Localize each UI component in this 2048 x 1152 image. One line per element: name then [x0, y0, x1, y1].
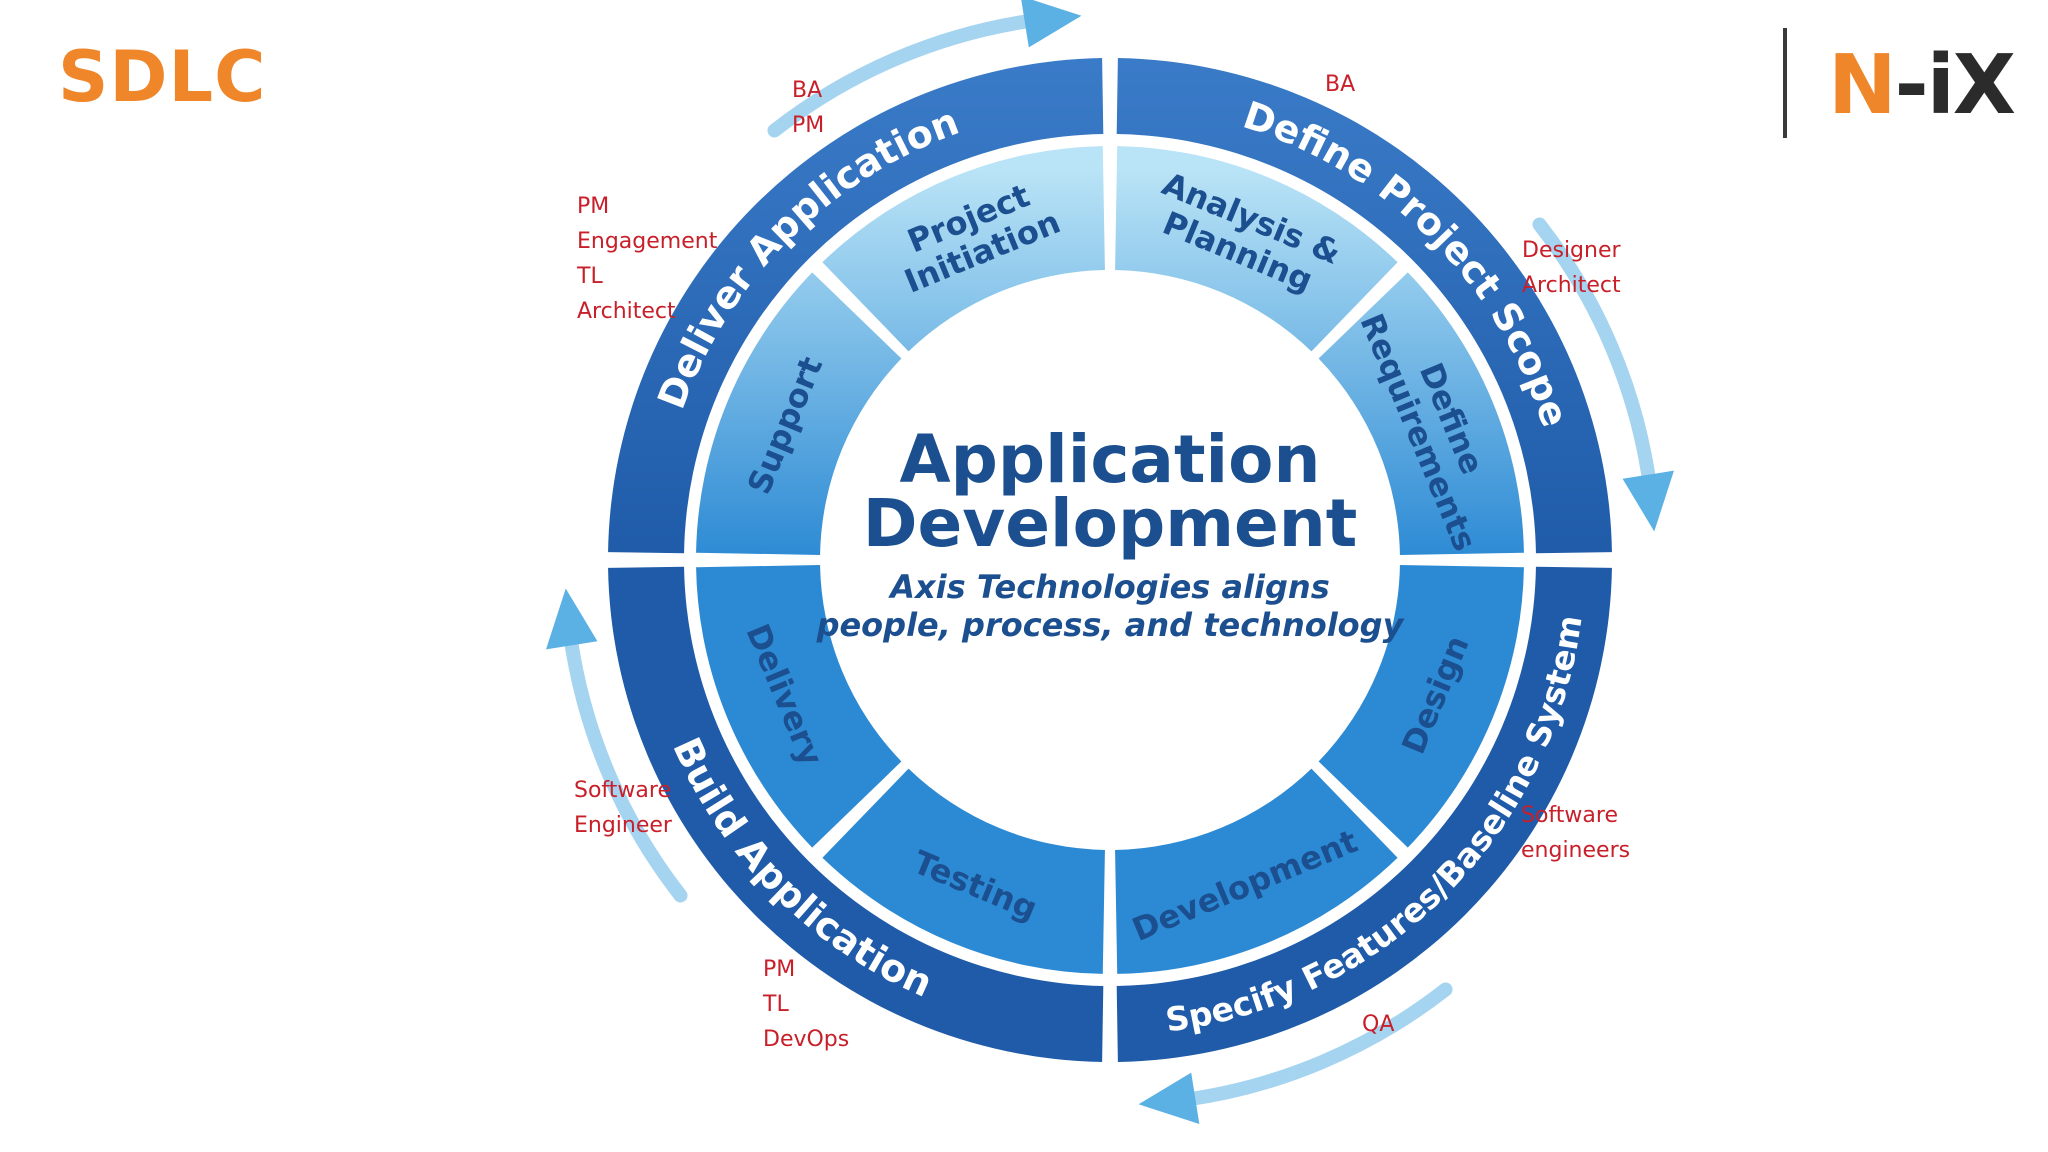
logo-divider	[1783, 28, 1787, 138]
inner-stage-segment	[1115, 768, 1398, 974]
cycle-arrow-shaft	[767, 13, 1042, 138]
logo-letter-n: N	[1828, 38, 1897, 133]
inner-stage-segment	[696, 565, 902, 848]
cycle-arrow-shaft	[1178, 982, 1453, 1107]
role-label: TL	[577, 264, 603, 289]
roles-top-left-upper: BA PM	[792, 73, 824, 143]
role-label: engineers	[1521, 838, 1631, 863]
roles-bottom-left-upper: Software Engineer	[574, 773, 672, 843]
inner-stage-segment	[1115, 146, 1398, 352]
role-label: BA	[792, 78, 823, 103]
inner-stage-segment	[822, 768, 1105, 974]
role-label: Engagement	[577, 229, 718, 254]
role-label: Designer	[1522, 238, 1621, 263]
slide-title: SDLC	[58, 36, 267, 118]
inner-stage-segment	[696, 272, 902, 555]
inner-ring: Analysis &PlanningDefineRequirementsDesi…	[696, 146, 1524, 974]
center-title-line2: Development	[863, 485, 1358, 562]
outer-stage-segment	[608, 58, 1104, 554]
role-label: BA	[1325, 72, 1356, 97]
company-logo: N-iX	[1828, 38, 2016, 133]
roles-top-left-lower: PM Engagement TL Architect	[577, 189, 717, 329]
cycle-arrow-head-icon	[1622, 470, 1674, 532]
roles-top-right-lower: Designer Architect	[1522, 233, 1621, 303]
logo-letters-ix: iX	[1926, 38, 2016, 133]
center-subtitle-line2: people, process, and technology	[816, 606, 1405, 644]
cycle-arrow-shaft	[1532, 217, 1657, 492]
role-label: QA	[1362, 1012, 1395, 1037]
cycle-arrows	[546, 0, 1674, 1124]
role-label: PM	[763, 957, 796, 982]
role-label: Software	[574, 778, 671, 803]
outer-stage-segment	[1116, 58, 1612, 554]
logo-dash: -	[1894, 38, 1929, 133]
roles-bottom-right-lower: QA	[1362, 1007, 1394, 1042]
role-label: Software	[1521, 803, 1618, 828]
role-label: TL	[763, 992, 789, 1017]
role-label: PM	[577, 194, 610, 219]
role-label: PM	[792, 113, 825, 138]
roles-bottom-left-lower: PM TL DevOps	[763, 952, 849, 1057]
roles-bottom-right-upper: Software engineers	[1521, 798, 1630, 868]
role-label: Architect	[577, 299, 676, 324]
cycle-arrow-head-icon	[1138, 1072, 1200, 1124]
role-label: Engineer	[574, 813, 672, 838]
center-title-line1: Application	[900, 421, 1321, 498]
inner-stage-segment	[1318, 565, 1524, 848]
center-subtitle-line1: Axis Technologies aligns	[887, 568, 1329, 606]
cycle-arrow-head-icon	[1021, 0, 1082, 48]
cycle-arrow-shaft	[563, 628, 688, 903]
outer-stage-segment	[1116, 566, 1612, 1062]
inner-stage-segment	[1318, 272, 1524, 555]
center-disc	[825, 275, 1395, 845]
inner-stage-segment	[822, 146, 1105, 352]
roles-top-right-upper: BA	[1325, 67, 1355, 102]
role-label: DevOps	[763, 1027, 850, 1052]
cycle-arrow-head-icon	[546, 588, 598, 650]
role-label: Architect	[1522, 273, 1621, 298]
outer-stage-segment	[608, 566, 1104, 1062]
